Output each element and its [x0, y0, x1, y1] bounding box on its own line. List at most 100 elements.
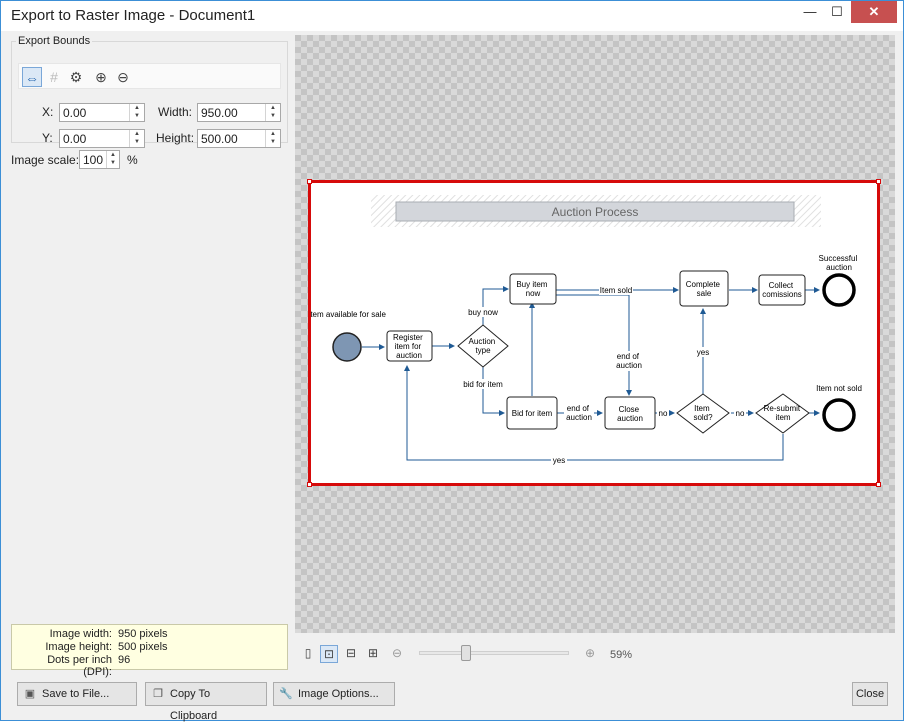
edge-yes-2: yes	[553, 456, 565, 465]
not-sold-label: Item not sold	[816, 384, 862, 393]
resize-handle-bottom-right[interactable]	[876, 482, 881, 487]
copy-to-clipboard-button[interactable]: ❐ Copy To Clipboard	[145, 682, 267, 722]
image-scale-input[interactable]: 100 ▲▼	[79, 150, 120, 169]
page-settings-icon[interactable]: ⚙	[69, 69, 83, 85]
selection-bounds-icon[interactable]: #	[50, 69, 58, 85]
image-width-value: 950 pixels	[118, 628, 168, 640]
edge-item-sold-label: Item sold	[600, 286, 632, 295]
dpi-label: Dots per inch (DPI):	[47, 654, 112, 678]
y-label: Y:	[42, 131, 53, 145]
zoom-toolbar: ▯ ⊡ ⊟ ⊞ ⊖ ⊕ 59%	[295, 637, 895, 671]
collect-task	[758, 274, 806, 306]
clipboard-icon: ❐	[153, 688, 163, 700]
zoom-slider-track[interactable]	[419, 645, 569, 661]
zoom-out-bounds-icon[interactable]: ⊖	[117, 69, 129, 85]
y-value: 0.00	[63, 132, 87, 146]
image-options-label: Image Options...	[298, 688, 379, 700]
fit-whole-icon[interactable]: ⊡	[320, 645, 338, 663]
export-canvas: Auction Process	[307, 179, 881, 487]
y-input[interactable]: 0.00 ▲▼	[59, 129, 145, 148]
item-sold-label: Item sold?	[693, 404, 713, 422]
resize-handle-bottom-left[interactable]	[307, 482, 312, 487]
minimize-button[interactable]: —	[803, 4, 817, 19]
auction-diagram: Auction Process	[308, 195, 862, 465]
successful-label: Successful auction	[819, 254, 860, 272]
close-auction-task	[604, 396, 656, 430]
register-task-label: Register item for auction	[393, 333, 425, 360]
close-window-button[interactable]: ✕	[851, 1, 897, 23]
height-input[interactable]: 500.00 ▲▼	[197, 129, 281, 148]
zoom-in-icon[interactable]: ⊕	[584, 646, 596, 660]
diagram-title-box	[395, 201, 795, 222]
zoom-slider-thumb[interactable]	[461, 645, 471, 661]
bid-task	[506, 396, 558, 430]
image-scale-spinner-icon[interactable]: ▲▼	[106, 151, 119, 168]
image-scale-label: Image scale:	[11, 153, 80, 167]
edge-no-1: no	[659, 409, 668, 418]
successful-end-event	[822, 273, 856, 307]
zoom-in-bounds-icon[interactable]: ⊕	[95, 69, 107, 85]
height-label: Height:	[156, 131, 195, 145]
copy-to-clipboard-label: Copy To Clipboard	[170, 688, 218, 722]
buy-item-task	[509, 273, 557, 305]
start-event-label: Item available for sale	[311, 310, 386, 319]
resize-handle-top-left[interactable]	[307, 179, 312, 184]
zoom-out-icon[interactable]: ⊖	[391, 646, 403, 660]
width-label: Width:	[158, 105, 193, 119]
image-width-label: Image width:	[49, 628, 112, 640]
complete-sale-label: Complete sale	[686, 280, 722, 298]
window-title: Export to Raster Image - Document1	[11, 7, 256, 24]
image-height-value: 500 pixels	[118, 641, 168, 653]
save-to-file-label: Save to File...	[42, 688, 110, 700]
edge-bid-label: bid for item	[463, 380, 503, 389]
x-label: X:	[42, 105, 54, 119]
resubmit-label: Re-submit item	[764, 404, 803, 422]
resubmit-gateway	[755, 393, 810, 434]
image-options-button[interactable]: 🔧 Image Options...	[273, 682, 395, 706]
export-bounds-group: Export Bounds ⇔ # ⚙ ⊕ ⊖ X: 0.00 ▲▼ Width…	[11, 35, 288, 148]
zoom-percent: 59%	[610, 649, 633, 661]
fit-width-icon[interactable]: ⊟	[345, 646, 357, 660]
height-spinner-icon[interactable]: ▲▼	[265, 130, 280, 147]
image-file-icon: ▣	[24, 688, 36, 700]
not-sold-end-event	[822, 398, 856, 432]
image-scale-unit: %	[127, 153, 138, 167]
close-auction-label: Close auction	[617, 405, 643, 423]
bounds-toolstrip: ⇔ # ⚙ ⊕ ⊖	[18, 63, 281, 89]
width-input[interactable]: 950.00 ▲▼	[197, 103, 281, 122]
edge-no-2: no	[736, 409, 745, 418]
start-event	[332, 332, 362, 362]
fit-height-icon[interactable]: ⊞	[367, 646, 379, 660]
edge-buy-now-label: buy now	[468, 308, 498, 317]
edge-yes-1: yes	[697, 348, 709, 357]
buy-item-label: Buy item now	[516, 280, 549, 298]
resize-handle-top-right[interactable]	[876, 179, 881, 184]
edge-end-of-auction-2: end of auction	[566, 404, 592, 422]
image-height-label: Image height:	[45, 641, 112, 653]
height-value: 500.00	[201, 132, 238, 146]
auction-type-gateway	[457, 324, 509, 368]
fit-page-bounds-icon[interactable]: ⇔	[22, 67, 42, 87]
image-info-panel: Image width: 950 pixels Image height: 50…	[11, 624, 288, 678]
maximize-button[interactable]: ☐	[831, 4, 843, 19]
dpi-value: 96	[118, 654, 131, 666]
bid-task-label: Bid for item	[512, 409, 553, 418]
auction-type-label: Auction type	[469, 337, 498, 355]
image-scale-value: 100	[83, 153, 104, 167]
width-spinner-icon[interactable]: ▲▼	[265, 104, 280, 121]
y-spinner-icon[interactable]: ▲▼	[129, 130, 144, 147]
preview-area[interactable]: Auction Process	[295, 35, 895, 633]
title-bar: Export to Raster Image - Document1 — ☐ ✕	[1, 1, 903, 31]
collect-task-label: Collect comissions	[762, 281, 802, 299]
actual-page-icon[interactable]: ▯	[304, 646, 312, 660]
x-spinner-icon[interactable]: ▲▼	[129, 104, 144, 121]
x-input[interactable]: 0.00 ▲▼	[59, 103, 145, 122]
diagram-title: Auction Process	[552, 205, 639, 219]
save-to-file-button[interactable]: ▣ Save to File...	[17, 682, 137, 706]
close-button[interactable]: Close	[852, 682, 888, 706]
x-value: 0.00	[63, 106, 87, 120]
item-sold-gateway	[676, 393, 730, 434]
wrench-icon: 🔧	[279, 688, 293, 700]
export-bounds-legend: Export Bounds	[18, 35, 91, 47]
